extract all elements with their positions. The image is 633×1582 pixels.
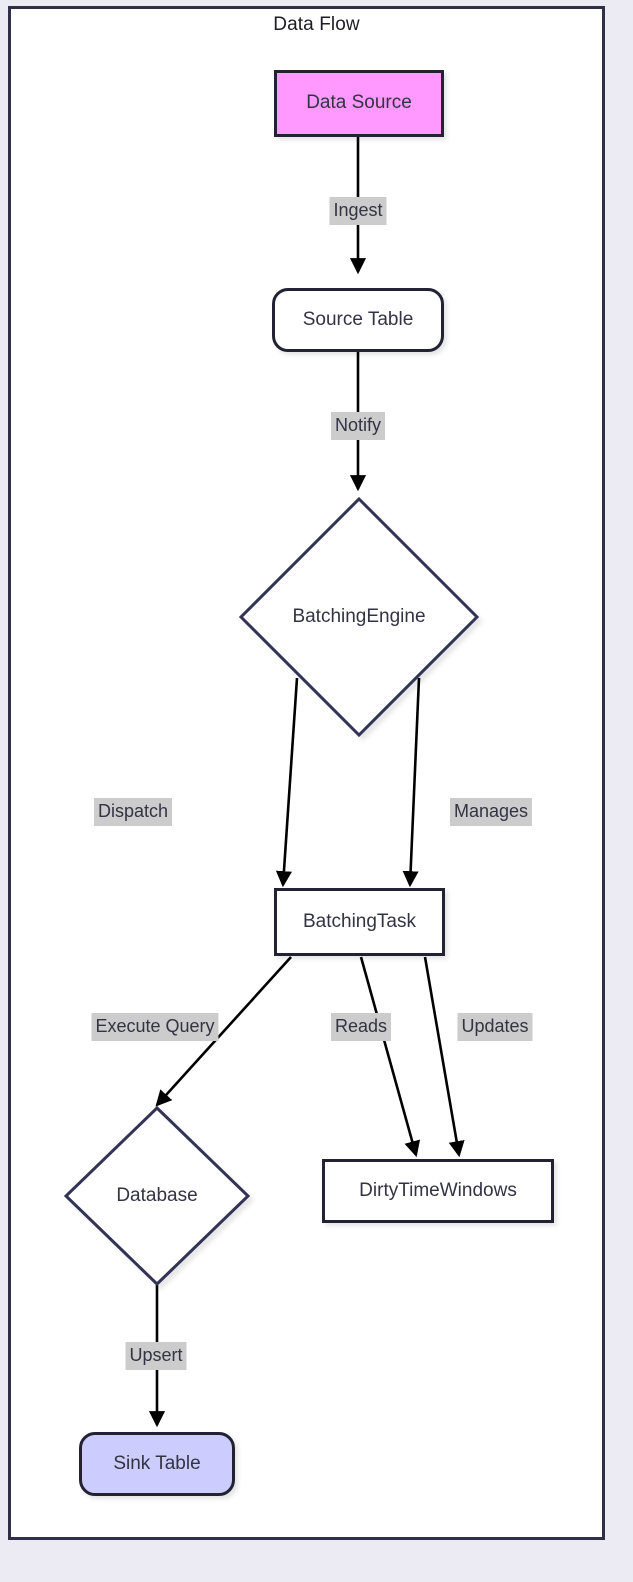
node-label: Source Table — [302, 308, 414, 330]
node-dirty-time-windows[interactable]: DirtyTimeWindows — [322, 1159, 554, 1223]
node-source-table[interactable]: Source Table — [272, 288, 444, 352]
node-label: BatchingEngine — [292, 606, 426, 627]
edge-label-execute-query: Execute Query — [91, 1013, 219, 1041]
diamond-shape — [63, 1105, 251, 1287]
edge-label-manages: Manages — [449, 798, 533, 826]
edge-label-notify: Notify — [330, 412, 386, 440]
node-label: Database — [116, 1185, 198, 1206]
edge-label-updates: Updates — [457, 1013, 533, 1041]
node-label: Sink Table — [113, 1452, 201, 1474]
edge-label-ingest: Ingest — [329, 197, 387, 225]
node-batching-task[interactable]: BatchingTask — [274, 888, 445, 956]
diamond-shape — [238, 496, 480, 738]
edge-label-dispatch: Dispatch — [93, 798, 173, 826]
node-label: DirtyTimeWindows — [359, 1179, 517, 1201]
node-database[interactable]: Database — [63, 1105, 251, 1287]
diagram-title: Data Flow — [273, 14, 360, 35]
node-batching-engine[interactable]: BatchingEngine — [238, 496, 480, 738]
edge-label-reads: Reads — [330, 1013, 392, 1041]
node-sink-table[interactable]: Sink Table — [79, 1432, 235, 1496]
node-label: BatchingTask — [302, 910, 416, 932]
edge-label-upsert: Upsert — [125, 1342, 187, 1370]
diagram-frame — [8, 6, 605, 1540]
node-label: Data Source — [306, 92, 412, 114]
node-data-source[interactable]: Data Source — [274, 70, 444, 137]
